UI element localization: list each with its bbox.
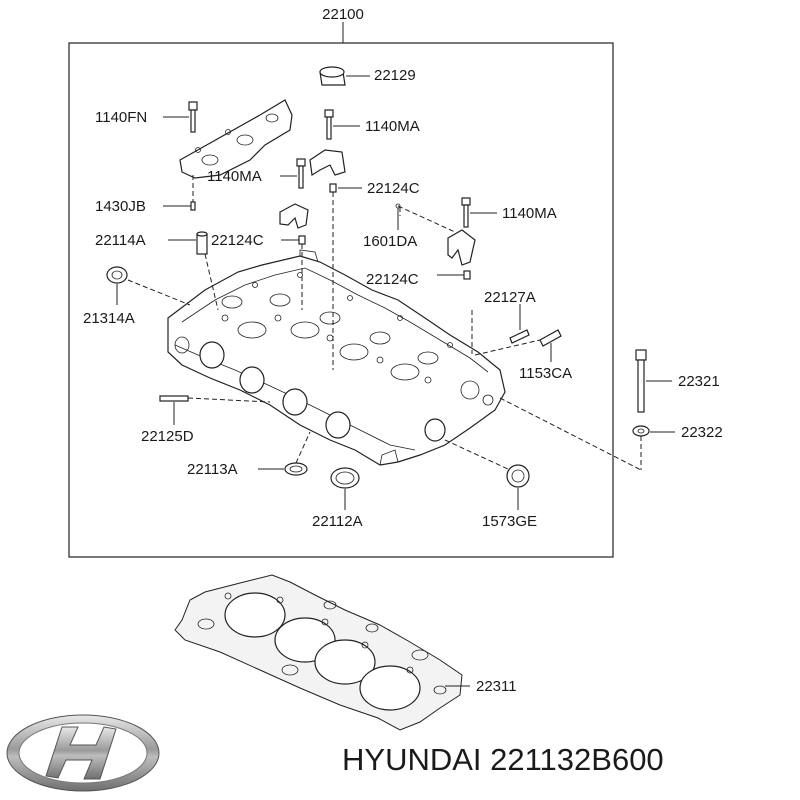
bolt-1140ma-a <box>324 109 334 140</box>
dowel-22124c-b <box>298 235 306 245</box>
stud-1153ca <box>539 329 562 347</box>
seal-22113a <box>284 462 308 476</box>
callout-22114a: 22114A <box>95 232 146 249</box>
seal-21314a <box>106 266 128 284</box>
callout-22124c-c: 22124C <box>366 271 419 288</box>
callout-22124c-a: 22124C <box>367 180 420 197</box>
stud-22125d <box>159 395 189 402</box>
cam-bearing-cap-small <box>279 203 309 229</box>
assembly-label: 22100 <box>322 6 364 23</box>
head-bolt-22321 <box>635 349 647 413</box>
brand-part-number: HYUNDAI 221132B600 <box>342 742 664 777</box>
callout-22113a: 22113A <box>187 461 238 478</box>
hyundai-logo-icon <box>6 714 160 792</box>
bolt-1140fn <box>188 101 198 133</box>
callout-22125d: 22125D <box>141 428 194 445</box>
callout-1140ma-b: 1140MA <box>207 168 262 185</box>
bolt-1140ma-b <box>296 158 306 189</box>
callout-22311: 22311 <box>476 678 517 695</box>
callout-22129: 22129 <box>374 67 416 84</box>
sleeve-22114a <box>196 231 208 255</box>
callout-1140ma-a: 1140MA <box>365 118 420 135</box>
dowel-22124c-a <box>329 183 337 193</box>
assembly-frame <box>68 42 614 558</box>
callout-1153ca: 1153CA <box>519 365 572 382</box>
dowel-22124c-c <box>463 270 471 280</box>
callout-1140ma-c: 1140MA <box>502 205 557 222</box>
bolt-1140ma-c <box>461 197 471 228</box>
callout-22112a: 22112A <box>312 513 363 530</box>
callout-21314a: 21314A <box>83 310 135 327</box>
callout-22124c-b: 22124C <box>211 232 264 249</box>
callout-22321: 22321 <box>678 373 720 390</box>
callout-1140fn: 1140FN <box>95 109 147 126</box>
callout-22322: 22322 <box>681 424 723 441</box>
pin-1430jb <box>190 201 196 211</box>
callout-22127a: 22127A <box>484 289 536 306</box>
seal-22112a <box>330 467 360 489</box>
plug-22129 <box>319 66 346 86</box>
callout-1573ge: 1573GE <box>482 513 537 530</box>
callout-1430jb: 1430JB <box>95 198 146 215</box>
cam-bearing-cap-middle <box>309 149 346 177</box>
washer-22322 <box>632 425 650 437</box>
stud-22127a <box>509 329 530 344</box>
cylinder-head <box>167 249 506 466</box>
head-gasket-22311 <box>174 574 463 731</box>
seal-1573ge <box>506 464 530 488</box>
callout-1601da: 1601DA <box>363 233 417 250</box>
cam-bearing-cap-front <box>179 99 293 179</box>
cam-bearing-cap-right <box>447 229 476 266</box>
